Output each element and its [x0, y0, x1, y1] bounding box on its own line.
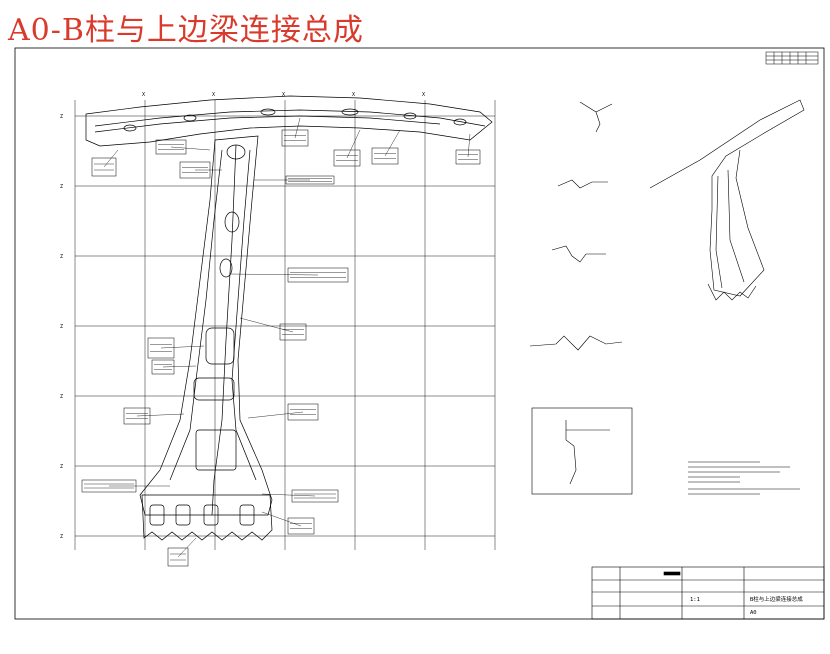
callout-box [281, 129, 309, 147]
rail-hole [453, 118, 467, 126]
drawing-frame [14, 47, 825, 620]
rail-hole [123, 124, 137, 132]
callout-box [455, 149, 481, 165]
grid-label-z: Z [60, 184, 63, 190]
leader-line [239, 317, 294, 333]
b-pillar-inner-left [169, 149, 223, 481]
technical-notes [688, 461, 800, 495]
callout-box [151, 359, 175, 375]
callout-box [291, 489, 339, 503]
roof-rail-inner-line-2 [94, 115, 441, 133]
grid-label-x: X [212, 92, 215, 98]
section-a [579, 101, 613, 133]
b-pillar-inner-right [231, 149, 257, 481]
leader-line [229, 273, 319, 276]
callout-box [155, 139, 187, 155]
rail-hole [341, 108, 359, 116]
rail-hole [183, 114, 197, 122]
leader-line [247, 411, 304, 419]
callout-annotations [81, 117, 481, 567]
grid-label-x: X [352, 92, 355, 98]
coordinate-grid: Z Z Z Z Z Z Z X X X X X [60, 92, 496, 550]
title-block-sheet-size: A0 [750, 610, 757, 616]
grid-label-x: X [422, 92, 425, 98]
main-view-b-pillar [85, 95, 493, 541]
callout-box [371, 147, 399, 165]
roof-rail-inner-line [94, 109, 486, 127]
leader-line [294, 117, 301, 139]
leader-line [261, 511, 302, 527]
section-views [529, 101, 633, 495]
section-d [529, 335, 623, 351]
leader-line [160, 345, 205, 349]
leader-line [162, 365, 197, 368]
callout-box [333, 149, 361, 167]
callout-box [287, 267, 349, 283]
section-e [565, 420, 610, 485]
leader-line [467, 133, 471, 158]
pillar-hole [219, 258, 233, 278]
roof-rail-outline [85, 95, 493, 147]
section-e-frame [531, 407, 633, 495]
callout-box [91, 157, 117, 177]
rail-hole [260, 108, 276, 116]
leader-line [136, 413, 185, 417]
pillar-hole [224, 211, 240, 233]
b-pillar-centre [211, 144, 237, 516]
grid-label-x: X [282, 92, 285, 98]
callout-box [279, 323, 307, 341]
pillar-window [193, 377, 235, 401]
section-c [551, 245, 606, 263]
sill-slot [175, 504, 191, 526]
leader-line [170, 146, 211, 151]
title-block-scale: 1:1 [690, 597, 700, 603]
leader-line [261, 493, 316, 497]
rail-hole [403, 112, 417, 120]
sill-slot [149, 504, 165, 526]
grid-label-z: Z [60, 394, 63, 400]
sill-base [141, 494, 273, 541]
grid-label-z: Z [60, 254, 63, 260]
grid-label-z: Z [60, 114, 63, 120]
callout-box [167, 547, 189, 567]
title-block-drawing-name: B柱与上边梁连接总成 [750, 595, 803, 603]
grid-label-x: X [142, 92, 145, 98]
leader-line [346, 129, 361, 159]
pillar-window [205, 327, 235, 365]
isometric-view [649, 99, 805, 301]
leader-line [384, 129, 401, 157]
revision-table [765, 51, 819, 65]
callout-box [287, 517, 315, 535]
pillar-plate [195, 429, 237, 471]
callout-box [287, 403, 319, 421]
b-pillar-outline [139, 135, 273, 516]
sill-slot [239, 504, 255, 526]
grid-label-z: Z [60, 534, 63, 540]
grid-label-z: Z [60, 324, 63, 330]
pillar-hole [226, 144, 246, 160]
grid-label-z: Z [60, 464, 63, 470]
leader-line [103, 149, 119, 168]
leader-line [177, 537, 197, 558]
section-b [557, 179, 608, 189]
sill-slot [203, 504, 219, 526]
callout-box [123, 407, 151, 425]
page-title: A0-B柱与上边梁连接总成 [8, 13, 364, 48]
callout-box [147, 337, 175, 359]
title-block [591, 566, 825, 620]
